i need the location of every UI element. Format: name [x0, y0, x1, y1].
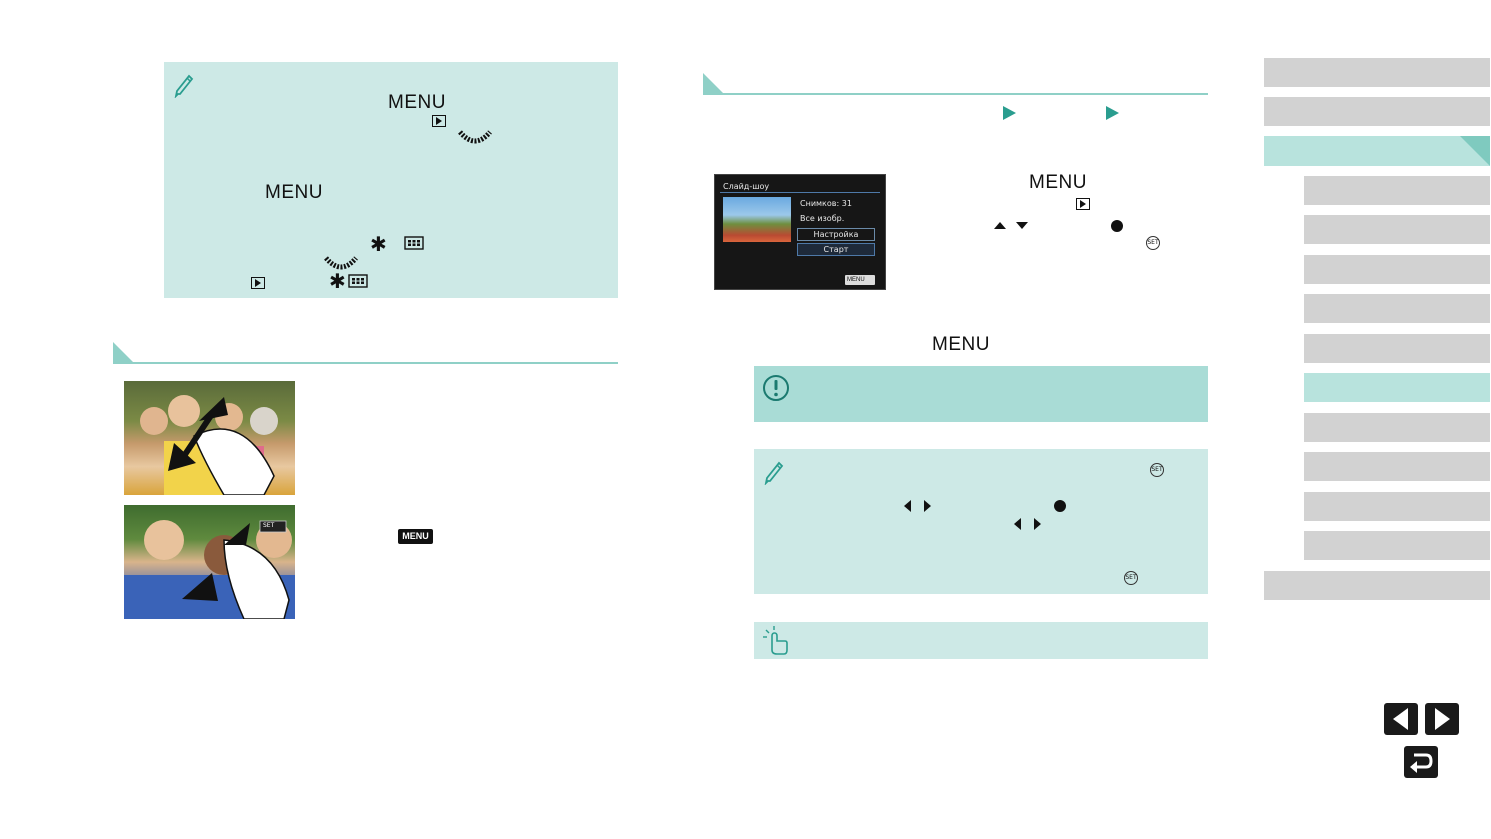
prev-page-button[interactable] — [1384, 703, 1418, 735]
menu-label: MENU — [1029, 172, 1087, 193]
asterisk-icon: ✱ — [329, 269, 346, 293]
sidebar-subtab-10[interactable] — [1304, 531, 1490, 560]
index-icon — [404, 236, 424, 250]
photo-illustration — [140, 395, 278, 495]
dot-icon — [1111, 220, 1123, 232]
pencil-icon — [174, 74, 194, 98]
sidebar-subtab-3[interactable] — [1304, 255, 1490, 284]
dial-icon — [324, 256, 358, 270]
set-icon: SET — [1150, 463, 1164, 477]
set-badge: SET — [263, 522, 275, 529]
index-icon — [348, 274, 368, 288]
return-icon — [1410, 753, 1433, 773]
screen-title: Слайд-шоу — [723, 182, 770, 191]
menu-label: MENU — [388, 92, 446, 113]
pencil-icon — [764, 461, 784, 485]
menu-badge-label: MENU — [402, 531, 429, 541]
sidebar-tab-1[interactable] — [1264, 58, 1490, 87]
arrow-left-icon — [904, 500, 911, 512]
photo-pinch-in — [124, 381, 295, 495]
warning-icon — [763, 375, 789, 401]
arrow-down-icon — [1016, 222, 1028, 229]
sidebar-tab-last[interactable] — [1264, 571, 1490, 600]
next-page-button[interactable] — [1425, 703, 1459, 735]
screen-divider — [720, 192, 880, 193]
photo-pinch-out: SET — [124, 505, 295, 619]
warning-box — [754, 366, 1208, 422]
screen-menu-badge: MENU — [845, 275, 875, 285]
section-heading-slideshow — [703, 73, 1208, 95]
arrow-up-icon — [994, 222, 1006, 229]
right-note-box: SET SET — [754, 449, 1208, 594]
sidebar-subtab-2[interactable] — [1304, 215, 1490, 244]
slideshow-screen: Слайд-шоу Снимков: 31 Все изобр. Настрой… — [714, 174, 886, 290]
dot-icon — [1054, 500, 1066, 512]
menu-label: MENU — [265, 182, 323, 203]
sidebar-tab-3-active[interactable] — [1234, 136, 1490, 166]
active-tab-shape — [1234, 136, 1490, 166]
touch-icon — [763, 626, 788, 655]
photo-illustration — [124, 520, 295, 619]
screen-thumbnail — [723, 197, 791, 242]
arrow-right-icon — [1435, 708, 1450, 730]
play-icon — [1076, 198, 1090, 210]
breadcrumb-arrow-icon — [1106, 106, 1119, 120]
screen-menu-label: MENU — [847, 277, 865, 283]
menu-label: MENU — [932, 334, 990, 355]
touch-box — [754, 622, 1208, 659]
sidebar-subtab-9[interactable] — [1304, 492, 1490, 521]
screen-start-button[interactable]: Старт — [797, 243, 875, 256]
left-note-box: MENU MENU ✱ ✱ — [164, 62, 618, 298]
dial-icon — [458, 130, 492, 144]
sidebar-subtab-5[interactable] — [1304, 334, 1490, 363]
play-icon — [251, 277, 266, 289]
sidebar-subtab-1[interactable] — [1304, 176, 1490, 205]
return-button[interactable] — [1404, 746, 1438, 778]
screen-count: Снимков: 31 — [800, 199, 852, 208]
arrow-left-icon — [1014, 518, 1021, 530]
section-heading-pinch — [113, 342, 618, 364]
set-icon: SET — [1124, 571, 1138, 585]
menu-badge: MENU — [398, 529, 433, 544]
arrow-left-icon — [1393, 708, 1408, 730]
screen-all-images: Все изобр. — [800, 214, 845, 223]
arrow-right-icon — [1034, 518, 1041, 530]
section-marker — [113, 342, 133, 362]
sidebar-subtab-8[interactable] — [1304, 452, 1490, 481]
set-icon: SET — [1146, 236, 1160, 250]
screen-setup-button[interactable]: Настройка — [797, 228, 875, 241]
arrow-right-icon — [924, 500, 931, 512]
section-marker — [703, 73, 723, 93]
asterisk-icon: ✱ — [370, 232, 387, 256]
sidebar-subtab-6-active[interactable] — [1304, 373, 1490, 402]
sidebar-subtab-7[interactable] — [1304, 413, 1490, 442]
play-icon — [432, 115, 446, 127]
sidebar-subtab-4[interactable] — [1304, 294, 1490, 323]
sidebar-tab-2[interactable] — [1264, 97, 1490, 126]
breadcrumb-arrow-icon — [1003, 106, 1016, 120]
